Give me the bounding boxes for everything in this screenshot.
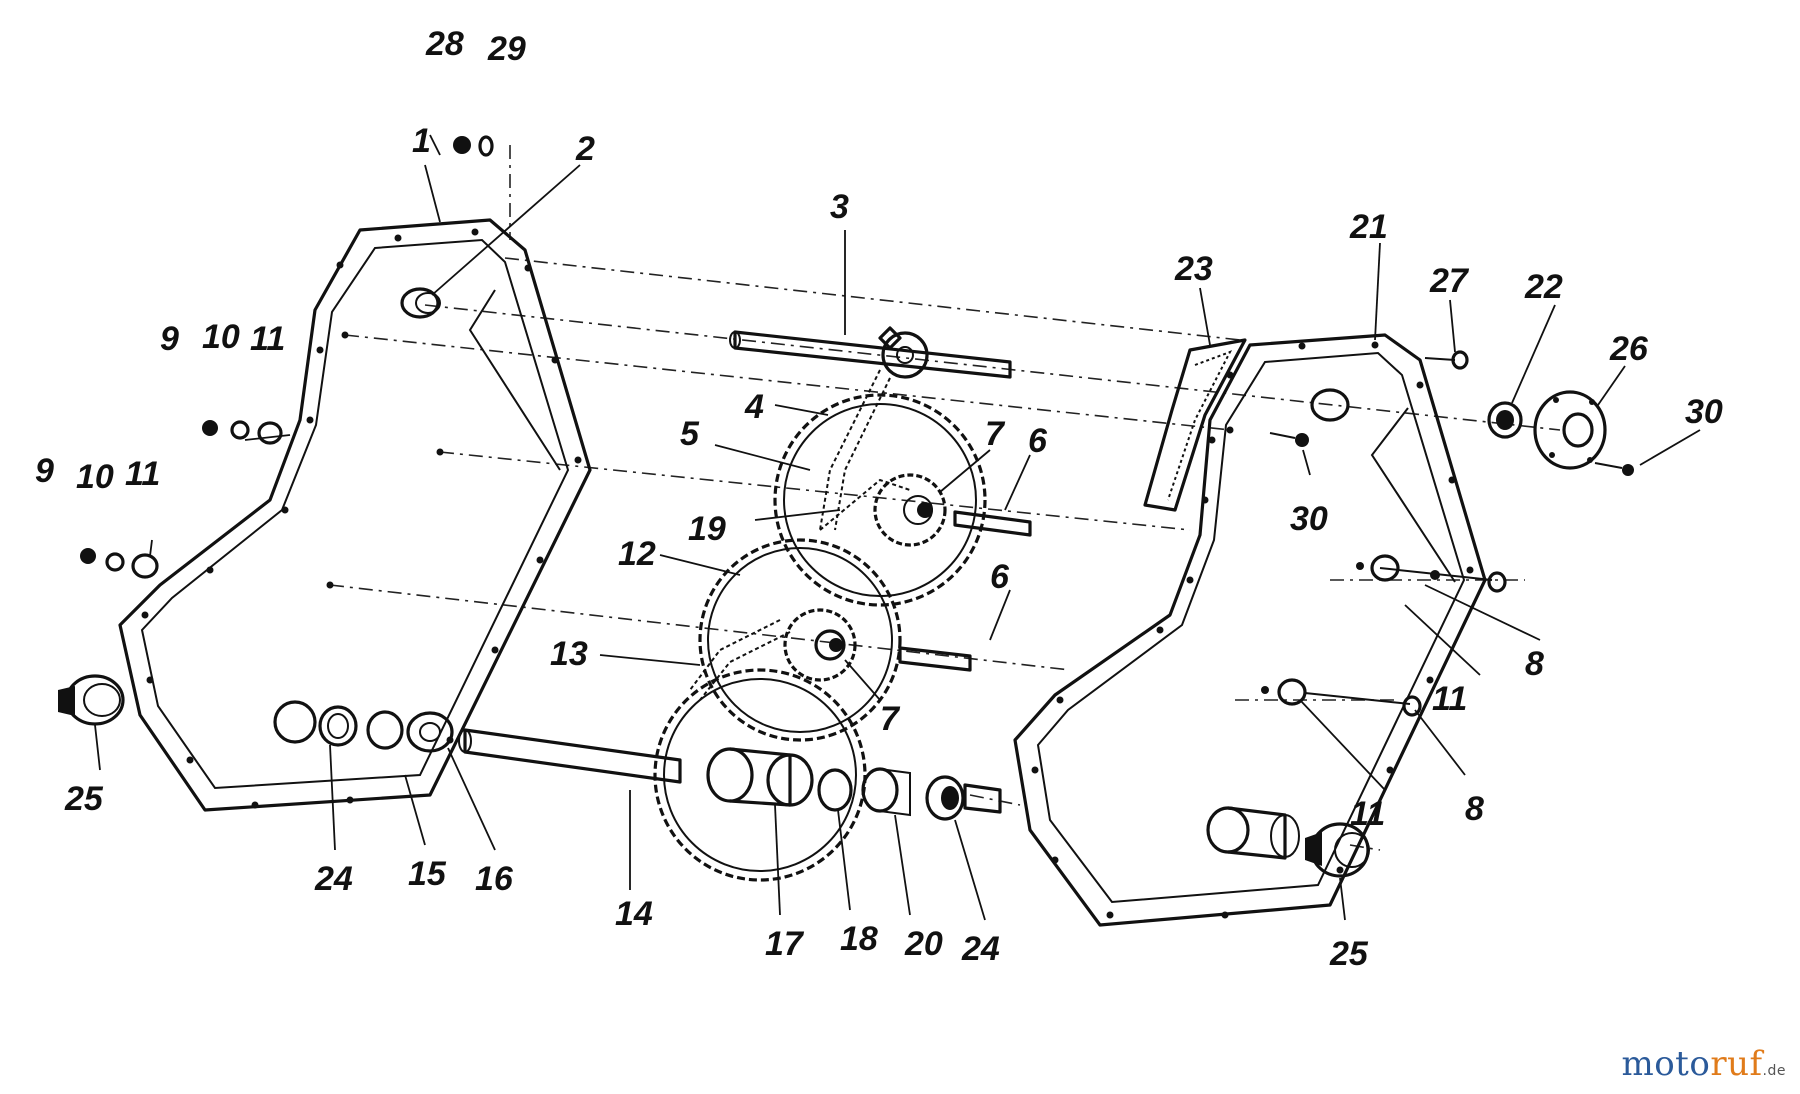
callout-28: 28 [425, 25, 464, 63]
left-hardware-upper [202, 420, 283, 445]
shaft-14 [458, 728, 682, 784]
nut-28 [453, 136, 471, 154]
callout-18: 18 [840, 920, 878, 958]
washer-29 [478, 135, 494, 157]
chain-13 [689, 619, 791, 701]
bolt-8-upper [1356, 554, 1507, 593]
callout-3: 3 [830, 188, 849, 226]
callout-11-upper: 11 [250, 320, 285, 358]
bushing-right-lower [1206, 806, 1300, 860]
callout-23: 23 [1174, 250, 1213, 288]
logo-text-domain: .de [1762, 1063, 1786, 1079]
callout-11-right-upper: 11 [1432, 680, 1467, 718]
alignment-lines [329, 145, 1561, 851]
screw-30-left [1269, 432, 1309, 447]
bushing-15 [366, 710, 404, 750]
callout-9-lower: 9 [35, 452, 54, 490]
callout-1: 1 [412, 122, 431, 160]
bolt-8-lower [1261, 678, 1422, 717]
output-shaft-end [963, 783, 1002, 814]
callout-2: 2 [575, 130, 595, 168]
callout-7-upper: 7 [985, 415, 1006, 453]
left-chain-case-housing [118, 135, 592, 812]
logo-text-moto: moto [1621, 1044, 1711, 1084]
callout-7-lower: 7 [880, 700, 901, 738]
nut-22 [1487, 401, 1523, 439]
callout-8-upper: 8 [1525, 645, 1544, 683]
callout-22: 22 [1524, 268, 1563, 306]
sprocket-19 [873, 473, 947, 547]
bearing-25-left [58, 674, 125, 726]
bearing-2 [400, 287, 441, 319]
bushing-20 [861, 767, 911, 817]
callout-25-right: 25 [1329, 935, 1369, 973]
callout-13: 13 [550, 635, 588, 673]
callout-4: 4 [744, 388, 764, 426]
right-chain-case-housing [1013, 333, 1487, 927]
screw-27 [1424, 350, 1469, 370]
callout-19: 19 [688, 510, 726, 548]
washer-16 [406, 711, 454, 753]
callout-8-lower: 8 [1465, 790, 1484, 828]
right-housing-bolt-holes [1031, 341, 1474, 919]
callout-5: 5 [680, 415, 700, 453]
callout-12: 12 [618, 535, 656, 573]
screw-30-right [1594, 462, 1634, 476]
sprocket-12 [698, 538, 902, 742]
callout-10-lower: 10 [76, 458, 114, 496]
sprocket-bottom [653, 668, 867, 882]
collar-18 [817, 768, 853, 812]
callout-9-upper: 9 [160, 320, 179, 358]
bearing-flange-26 [1533, 390, 1607, 470]
leader-lines [94, 134, 1701, 921]
callout-6-lower: 6 [990, 558, 1010, 596]
sprocket-5 [773, 393, 987, 607]
callout-15: 15 [408, 855, 447, 893]
callout-16: 16 [475, 860, 514, 898]
callout-17: 17 [765, 925, 805, 963]
callout-25-left: 25 [64, 780, 104, 818]
bearing-25-right [1305, 822, 1370, 878]
callout-21: 21 [1349, 208, 1388, 246]
callout-29: 29 [487, 30, 526, 68]
callout-30-right: 30 [1685, 393, 1723, 431]
callout-11-right-lower: 11 [1350, 795, 1385, 833]
callout-26: 26 [1609, 330, 1649, 368]
chain-19 [819, 478, 911, 531]
callout-6-upper: 6 [1028, 422, 1048, 460]
callout-10-upper: 10 [202, 318, 240, 356]
callout-24-right: 24 [961, 930, 1000, 968]
callout-20: 20 [904, 925, 943, 963]
callout-11-lower: 11 [125, 455, 160, 493]
hub-17 [706, 747, 814, 807]
callout-27: 27 [1429, 262, 1470, 300]
bearing-opening-right [1310, 388, 1350, 422]
motoruf-logo: motoruf.de [1621, 1044, 1786, 1084]
gasket-23 [1143, 338, 1247, 512]
seal-24-right [925, 775, 965, 821]
seal-24-left [273, 700, 358, 747]
callout-24-left: 24 [314, 860, 353, 898]
pin-6-upper [953, 510, 1032, 537]
callout-14: 14 [615, 895, 653, 933]
callout-labels: 28 29 1 2 3 21 23 27 22 26 30 30 9 10 11… [35, 25, 1723, 973]
pin-6-lower [898, 646, 972, 672]
shaft-3 [729, 326, 1012, 379]
logo-text-ruf: ruf [1710, 1044, 1763, 1084]
callout-30-left: 30 [1290, 500, 1328, 538]
left-hardware-lower [80, 548, 159, 579]
